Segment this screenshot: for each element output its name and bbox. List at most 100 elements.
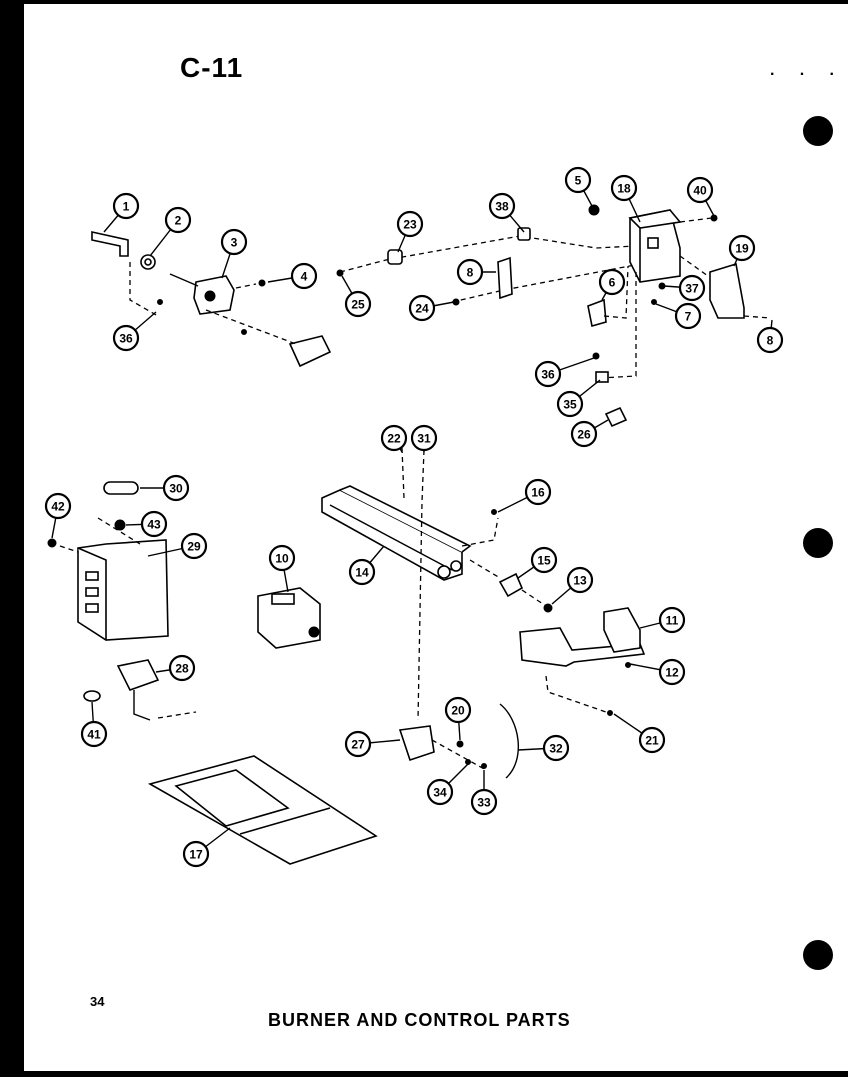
callout-32: 32 xyxy=(517,734,570,762)
callout-circle xyxy=(756,326,784,354)
callout-label: 22 xyxy=(387,432,401,446)
part-control-box xyxy=(628,209,682,283)
callout-label: 17 xyxy=(189,848,203,862)
callout-7: 7 xyxy=(655,302,702,330)
callout-label: 40 xyxy=(693,184,707,198)
callout-circle xyxy=(488,192,516,220)
callout-label: 33 xyxy=(477,796,491,810)
callout-label: 28 xyxy=(175,662,189,676)
part-control-box-cover xyxy=(709,262,745,319)
callout-circle xyxy=(658,658,686,686)
callout-circle xyxy=(610,174,638,202)
callout-19: 19 xyxy=(728,234,756,267)
callout-3: 3 xyxy=(220,228,248,279)
punch-hole-top xyxy=(803,116,833,146)
callout-circle xyxy=(534,360,562,388)
callout-circle xyxy=(164,206,192,234)
callout-label: 4 xyxy=(301,270,308,284)
part-gas-control xyxy=(257,587,321,649)
callout-label: 41 xyxy=(87,728,101,742)
callout-circle xyxy=(638,726,666,754)
callout-5: 5 xyxy=(564,166,593,207)
callout-label: 8 xyxy=(767,334,774,348)
callout-circle xyxy=(470,788,498,816)
callout-label: 43 xyxy=(147,518,161,532)
scan-border-bottom xyxy=(0,1071,848,1077)
callout-circle xyxy=(268,544,296,572)
callout-circle xyxy=(426,778,454,806)
callout-24: 24 xyxy=(408,294,455,322)
callout-43: 43 xyxy=(125,510,168,538)
callout-label: 24 xyxy=(415,302,429,316)
callout-20: 20 xyxy=(444,696,472,741)
callout-circle xyxy=(180,532,208,560)
callout-31: 31 xyxy=(410,424,438,452)
part-valve xyxy=(169,273,235,315)
callout-36: 36 xyxy=(534,357,595,388)
callout-12: 12 xyxy=(629,658,686,686)
callout-circle xyxy=(524,478,552,506)
callout-circle xyxy=(112,324,140,352)
callout-label: 29 xyxy=(187,540,201,554)
callout-circle xyxy=(674,302,702,330)
callout-circle xyxy=(564,166,592,194)
part-base-plate xyxy=(147,755,378,865)
callout-circle xyxy=(396,210,424,238)
callout-circle xyxy=(678,274,706,302)
part-thermostat-housing xyxy=(77,539,169,641)
callout-circle xyxy=(658,606,686,634)
callout-40: 40 xyxy=(686,176,715,217)
callout-16: 16 xyxy=(497,478,552,513)
callout-circle xyxy=(408,294,436,322)
callout-label: 8 xyxy=(467,266,474,280)
callout-23: 23 xyxy=(396,210,424,253)
callout-circle xyxy=(344,290,372,318)
callout-18: 18 xyxy=(610,174,641,223)
callout-13: 13 xyxy=(551,566,594,605)
callout-circle xyxy=(570,420,598,448)
callout-label: 18 xyxy=(617,182,631,196)
page-code: C-11 xyxy=(180,52,244,83)
callout-label: 32 xyxy=(549,742,563,756)
callout-1: 1 xyxy=(103,192,140,233)
part-burner xyxy=(321,485,472,581)
callout-label: 31 xyxy=(417,432,431,446)
callout-14: 14 xyxy=(348,545,385,586)
callout-2: 2 xyxy=(149,206,192,257)
callout-8: 8 xyxy=(756,319,784,354)
callout-label: 38 xyxy=(495,200,509,214)
callout-30: 30 xyxy=(140,474,190,502)
callout-label: 20 xyxy=(451,704,465,718)
callout-circle xyxy=(598,268,626,296)
callout-circle xyxy=(344,730,372,758)
margin-dots: · · · xyxy=(770,66,845,83)
callout-label: 12 xyxy=(665,666,679,680)
callout-label: 34 xyxy=(433,786,447,800)
callout-37: 37 xyxy=(663,274,706,302)
callout-label: 1 xyxy=(123,200,130,214)
callout-circle xyxy=(80,720,108,748)
callout-21: 21 xyxy=(613,713,666,754)
callout-label: 26 xyxy=(577,428,591,442)
callout-circle xyxy=(728,234,756,262)
callout-circle xyxy=(44,492,72,520)
callout-33: 33 xyxy=(470,770,498,816)
callout-circle xyxy=(220,228,248,256)
punch-hole-bottom xyxy=(803,940,833,970)
callout-circle xyxy=(380,424,408,452)
callout-label: 16 xyxy=(531,486,545,500)
callout-circle xyxy=(410,424,438,452)
callout-4: 4 xyxy=(267,262,318,290)
callout-label: 6 xyxy=(609,276,616,290)
callout-27: 27 xyxy=(344,730,401,758)
callout-circle xyxy=(168,654,196,682)
callout-label: 14 xyxy=(355,566,369,580)
callout-circle xyxy=(290,262,318,290)
callout-circle xyxy=(182,840,210,868)
callout-10: 10 xyxy=(268,544,296,593)
callout-label: 30 xyxy=(169,482,183,496)
callout-22: 22 xyxy=(380,424,408,453)
callout-label: 27 xyxy=(351,738,365,752)
